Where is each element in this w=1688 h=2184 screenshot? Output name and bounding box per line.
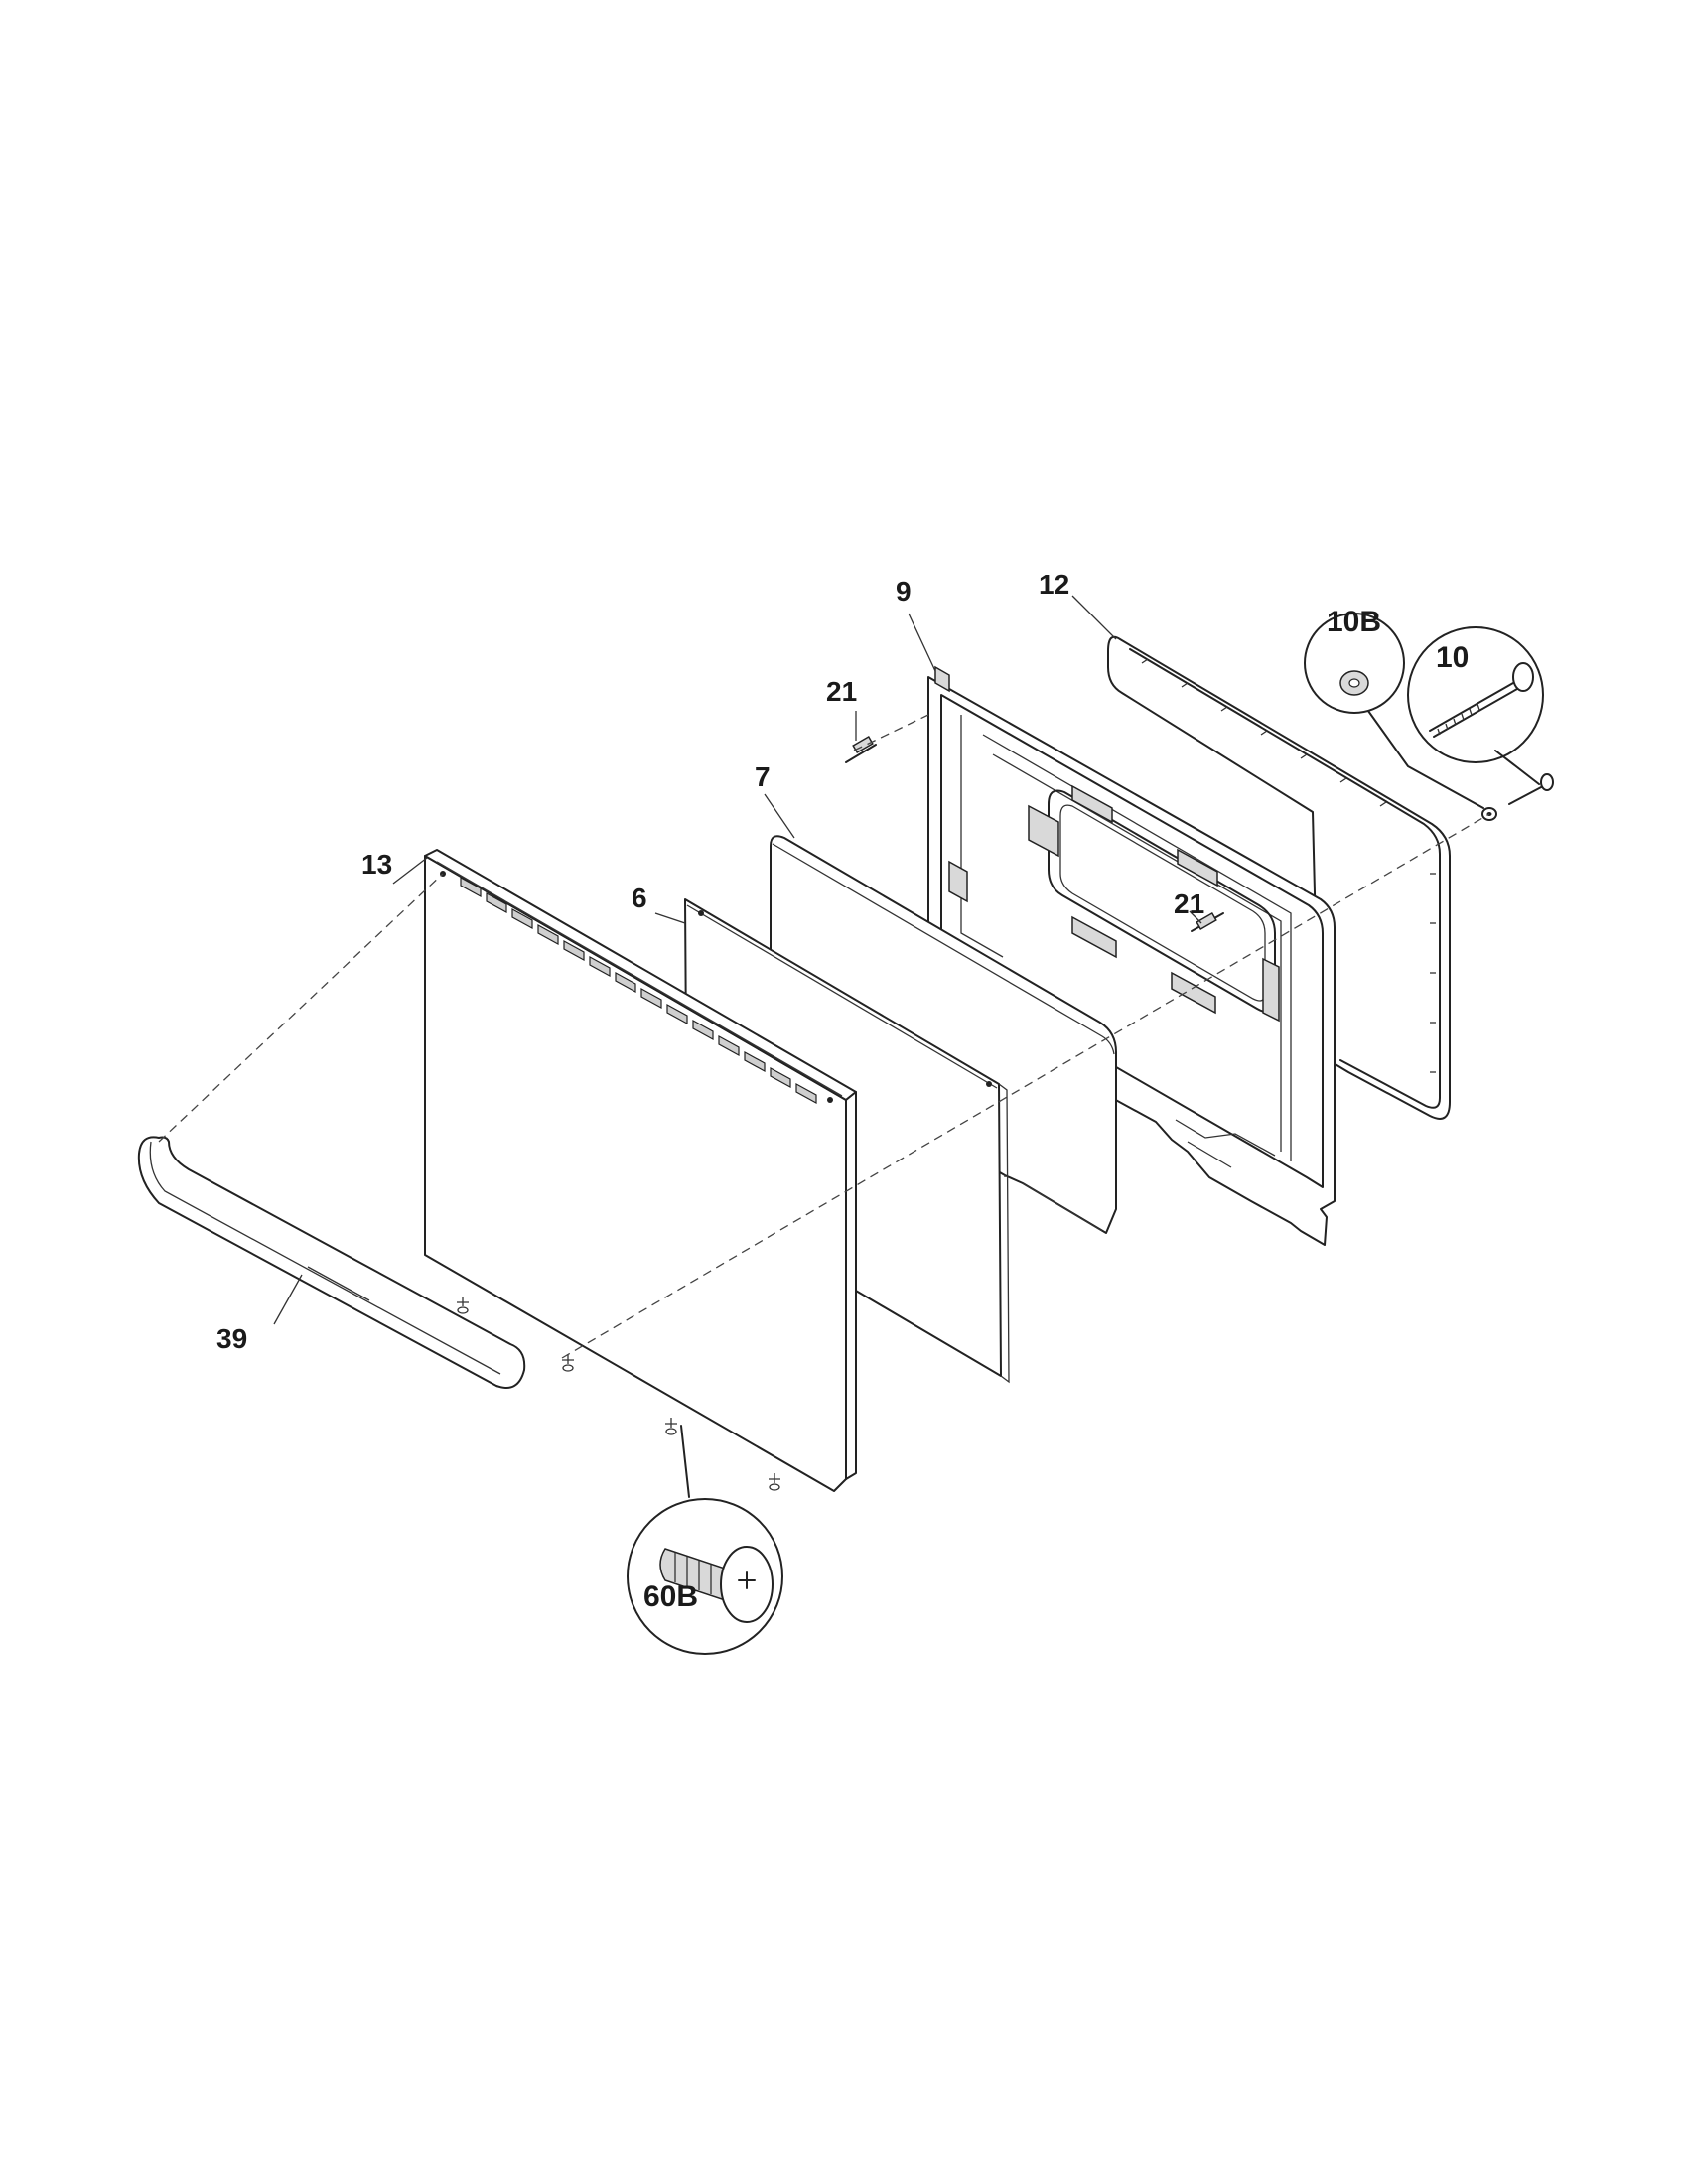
inner-door-liner-part-9 <box>927 665 1336 1246</box>
screw-3 <box>665 1418 677 1435</box>
label-10b: 10B <box>1327 606 1381 638</box>
assembly-guide-lines <box>158 714 1490 1359</box>
label-39: 39 <box>216 1323 247 1354</box>
label-6: 6 <box>632 883 647 913</box>
screw-1 <box>457 1297 469 1314</box>
label-13: 13 <box>361 849 392 880</box>
label-10: 10 <box>1436 641 1469 674</box>
callout-10b <box>1304 613 1484 809</box>
label-21-top: 21 <box>826 676 857 707</box>
vent-slots <box>460 876 817 1105</box>
hinge-pin-part-21-mid <box>1191 912 1224 932</box>
leader-lines <box>273 595 1202 1325</box>
label-7: 7 <box>755 761 771 792</box>
screw-part-10-small <box>1508 773 1554 805</box>
label-9: 9 <box>896 576 912 607</box>
label-12: 12 <box>1039 569 1069 600</box>
hinge-pin-part-21-top <box>845 736 877 763</box>
label-21-mid: 21 <box>1174 888 1204 919</box>
callout-60b <box>627 1425 783 1655</box>
callout-10 <box>1407 626 1544 785</box>
label-60b: 60B <box>643 1580 698 1613</box>
screw-4 <box>769 1473 780 1491</box>
bottom-screws <box>457 1297 780 1491</box>
door-handle-part-39 <box>137 1136 526 1389</box>
part-number-labels: 9 12 10B 10 21 21 7 13 6 39 60B <box>216 569 1469 1613</box>
insulation-part-7 <box>770 835 1117 1234</box>
outer-door-panel-part-13 <box>424 849 857 1492</box>
screw-2 <box>562 1354 574 1372</box>
